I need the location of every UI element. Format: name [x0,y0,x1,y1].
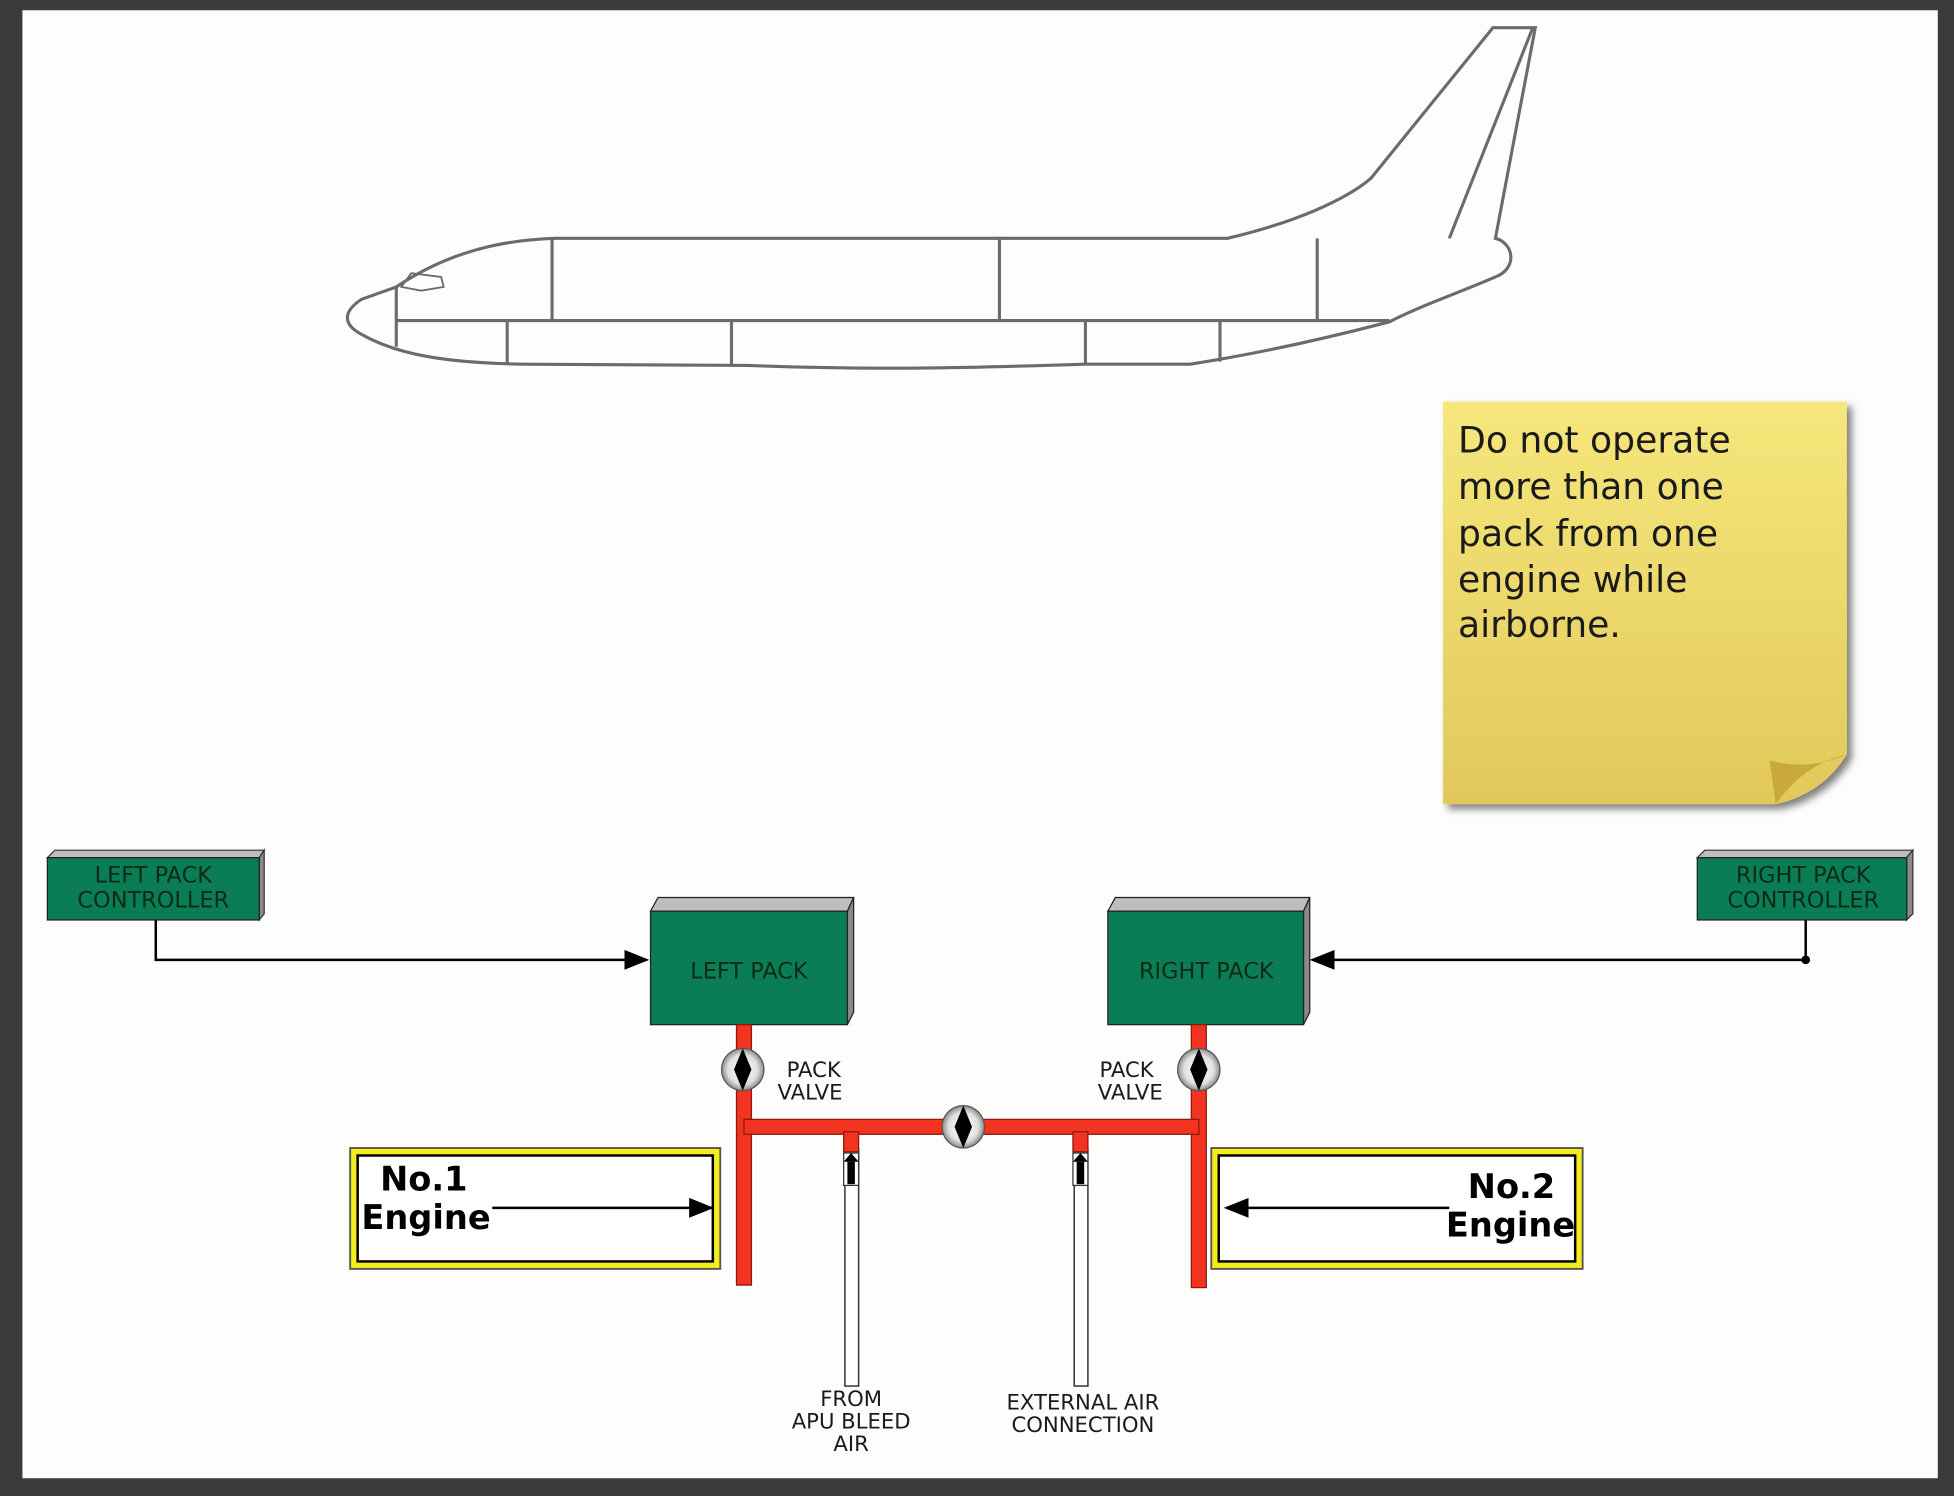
engine-label: No.2 [1468,1167,1555,1206]
pack-valve-label: PACK [787,1057,842,1082]
pack-label: RIGHT PACK [1139,959,1275,985]
engine-2-box: No.2 Engine [1210,1147,1584,1270]
apu-bleed-label: AIR [833,1431,869,1456]
check-valve-icon [1072,1152,1089,1187]
pack-label: LEFT PACK [690,959,809,985]
note-line: airborne. [1458,603,1621,646]
controller-label: CONTROLLER [77,888,229,914]
note-line: engine while [1458,558,1687,601]
airplane-outline [345,26,1538,370]
engine-label: No.1 [380,1159,467,1198]
pack-valve-label: VALVE [778,1079,843,1104]
pack-valve-label: PACK [1099,1057,1154,1082]
engine-1-box: No.1 Engine [349,1147,722,1270]
left-pack: LEFT PACK [649,896,855,1026]
check-valve-icon [843,1152,860,1187]
left-control-signal-arrow [154,919,650,970]
junction-dot [1801,955,1811,965]
engine-label: Engine [1446,1206,1575,1245]
pack-valve-label: VALVE [1098,1079,1163,1104]
controller-label: RIGHT PACK [1736,863,1872,889]
apu-bleed-label: FROM [820,1386,882,1411]
cockpit-window-icon [399,272,445,292]
left-pack-controller: LEFT PACK CONTROLLER [45,848,266,922]
note-line: more than one [1458,465,1724,508]
right-pack-valve-icon [1177,1047,1221,1092]
note-line: pack from one [1458,512,1718,555]
isolation-valve-icon [941,1105,986,1149]
note-line: Do not operate [1458,419,1731,462]
external-air-label: CONNECTION [1011,1412,1154,1437]
controller-label: LEFT PACK [95,863,214,889]
left-pack-valve-icon [720,1047,765,1092]
engine-label: Engine [361,1198,490,1237]
sticky-note: Do not operate more than one pack from o… [1443,401,1847,805]
apu-bleed-label: APU BLEED [792,1408,911,1433]
apu-bleed-pipe [844,1148,1089,1387]
right-pack: RIGHT PACK [1106,896,1311,1026]
external-air-label: EXTERNAL AIR [1007,1390,1160,1415]
right-pack-controller: RIGHT PACK CONTROLLER [1695,848,1915,922]
controller-label: CONTROLLER [1727,888,1879,914]
